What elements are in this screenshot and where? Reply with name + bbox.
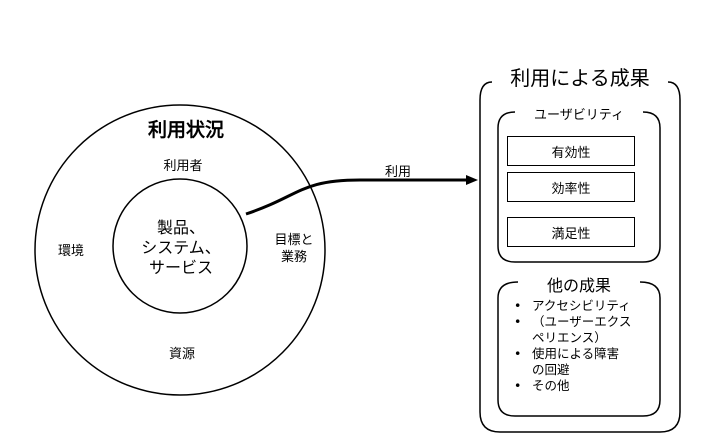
other-outcomes-title: 他の成果 xyxy=(542,272,616,296)
goals-label-line2: 業務 xyxy=(280,250,308,265)
inner-product-circle xyxy=(112,178,248,314)
use-arrow-label: 利用 xyxy=(384,165,412,180)
product-label-line3: サービス xyxy=(148,258,213,277)
other-outcomes-frame xyxy=(497,281,661,417)
satisfaction-label: 満足性 xyxy=(551,226,591,242)
usability-title: ユーザビリティ xyxy=(530,104,628,123)
list-item: アクセシビリティ xyxy=(512,298,631,314)
product-label-line2: システム、 xyxy=(141,238,221,257)
environment-label: 環境 xyxy=(58,244,85,259)
product-label-line1: 製品、 xyxy=(156,218,205,237)
resources-label: 資源 xyxy=(168,347,196,362)
efficiency-label: 効率性 xyxy=(551,181,591,197)
efficiency-box: 効率性 xyxy=(507,172,635,202)
use-arrow-line xyxy=(245,178,468,216)
satisfaction-box: 満足性 xyxy=(507,217,635,247)
user-label: 利用者 xyxy=(163,159,203,174)
context-title: 利用状況 xyxy=(147,119,225,141)
effectiveness-label: 有効性 xyxy=(551,145,591,161)
effectiveness-box: 有効性 xyxy=(507,136,635,166)
use-arrowhead xyxy=(466,175,478,185)
product-label: 製品、 システム、 サービス xyxy=(141,218,221,278)
usability-frame xyxy=(497,111,661,263)
outcomes-outer-frame xyxy=(479,81,681,433)
list-item: その他 xyxy=(512,378,631,394)
goals-label: 目標と 業務 xyxy=(274,232,313,266)
goals-label-line1: 目標と xyxy=(274,233,314,248)
outer-context-circle xyxy=(34,104,326,396)
outcomes-title: 利用による成果 xyxy=(510,66,650,90)
